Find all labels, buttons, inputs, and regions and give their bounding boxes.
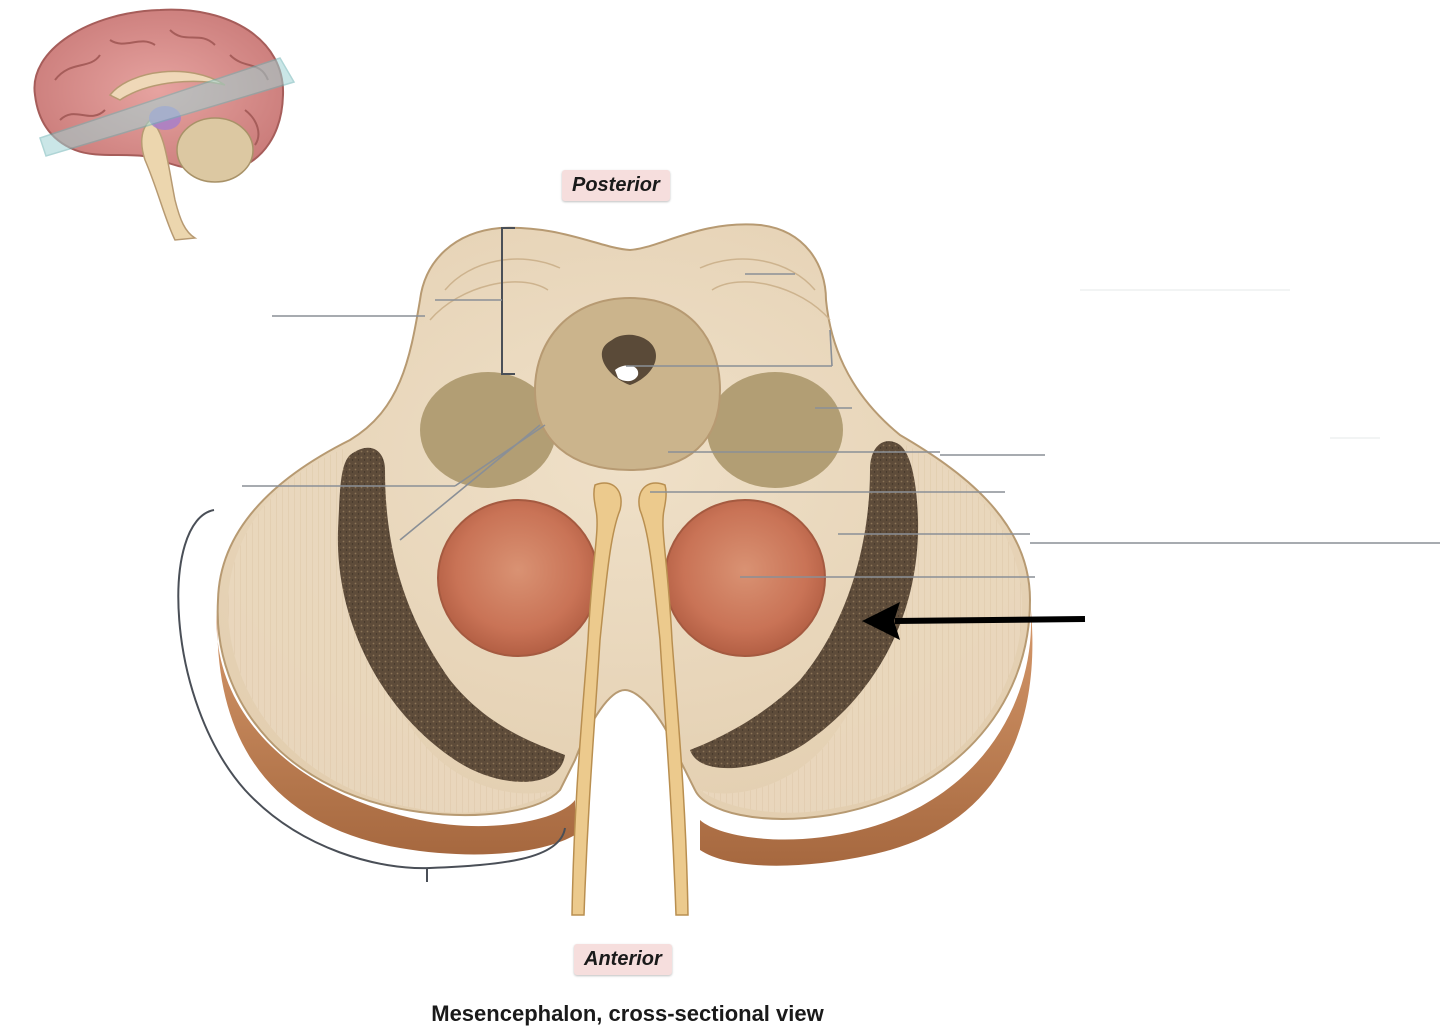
inset-brainstem	[140, 119, 198, 241]
right-oculomotor-nerve	[638, 482, 689, 916]
black-arrow-icon	[862, 602, 1086, 640]
right-substantia-nigra	[690, 441, 919, 769]
right-red-nucleus	[664, 499, 826, 657]
posterior-label: Posterior	[562, 170, 670, 201]
leader-line	[399, 424, 541, 541]
tectum-lamina	[429, 258, 831, 321]
left-substantia-nigra	[337, 447, 565, 782]
anterior-label: Anterior	[574, 944, 672, 975]
left-peduncle-fibers	[227, 448, 555, 813]
section-edge-right	[700, 600, 1033, 866]
aqueduct-lumen	[615, 365, 639, 382]
leader-line	[454, 424, 546, 487]
cerebral-aqueduct	[601, 334, 656, 385]
tectum-bracket	[501, 227, 515, 375]
inset-cerebellum	[176, 117, 254, 183]
leader-lines	[242, 273, 1440, 578]
section-edge	[216, 600, 576, 855]
inset-gyri	[54, 29, 269, 146]
leader-line	[829, 329, 833, 367]
figure-caption: Mesencephalon, cross-sectional view	[431, 1001, 824, 1026]
inset-slice-plane	[39, 57, 296, 157]
left-oculomotor-nerve	[571, 482, 622, 916]
midbrain-cross-section	[216, 223, 1033, 916]
left-colliculus-nucleus	[420, 372, 556, 488]
right-peduncle-fibers	[700, 445, 1023, 813]
right-colliculus-nucleus	[707, 372, 843, 488]
left-red-nucleus	[437, 499, 599, 657]
inset-brain-icon	[33, 8, 296, 241]
peduncle-bracket	[177, 509, 566, 870]
